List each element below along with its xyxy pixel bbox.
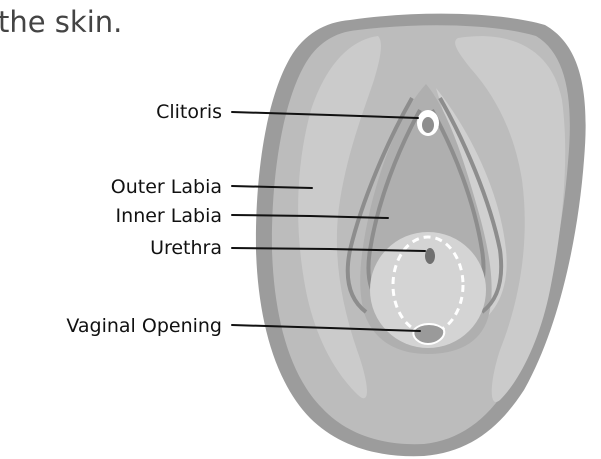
intro-text: the skin. — [0, 5, 122, 39]
anatomy-illustration — [256, 14, 586, 457]
labels: Clitoris Outer Labia Inner Labia Urethra… — [66, 101, 222, 337]
inner-labia-label: Inner Labia — [116, 205, 222, 227]
urethra-label: Urethra — [150, 237, 222, 259]
vaginal-opening-label: Vaginal Opening — [66, 315, 222, 337]
vaginal-opening-shape — [413, 324, 444, 344]
outer-labia-label: Outer Labia — [111, 176, 222, 198]
clitoris-label: Clitoris — [156, 101, 222, 123]
clitoris-core — [422, 117, 434, 133]
urethra-shape — [425, 248, 435, 264]
